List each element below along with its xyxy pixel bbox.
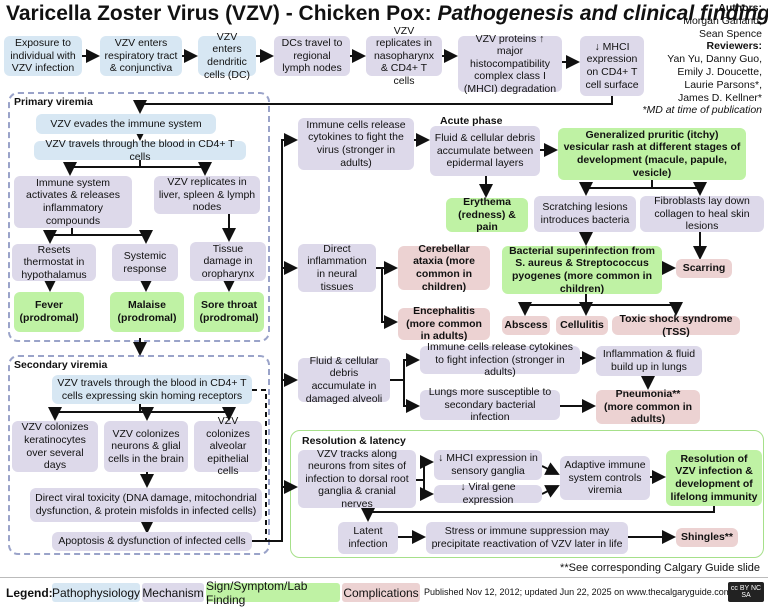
reviewer-4: James D. Kellner* (677, 91, 762, 104)
scratching-box: Scratching lesions introduces bacteria (534, 196, 636, 232)
mhci-down-box: ↓ MHCI expression on CD4+ T cell surface (580, 36, 644, 96)
systemic-response-box: Systemic response (112, 244, 178, 281)
adaptive-immune-box: Adaptive immune system controls viremia (560, 456, 650, 500)
immune-activates-box: Immune system activates & releases infla… (14, 176, 132, 228)
fibroblasts-box: Fibroblasts lay down collagen to heal sk… (640, 195, 764, 232)
authors-block: Authors: Morgan Garland, Sean Spence Rev… (612, 2, 762, 117)
reviewer-1: Yan Yu, Danny Guo, (667, 53, 762, 66)
evades-immune-box: VZV evades the immune system (36, 114, 216, 134)
reviewer-3: Laurie Parsons*, (684, 78, 762, 91)
page-title: Varicella Zoster Virus (VZV) - Chicken P… (6, 2, 768, 26)
legend-mechanism: Mechanism (142, 583, 204, 602)
fluid-debris-box: Fluid & cellular debris accumulate betwe… (430, 126, 540, 176)
title-subtitle: Pathogenesis and clinical findings (437, 2, 768, 25)
travels-blood-box: VZV travels through the blood in CD4+ T … (34, 138, 246, 163)
resolution-region (290, 430, 764, 558)
acute-phase-label: Acute phase (440, 115, 503, 127)
abscess-box: Abscess (502, 316, 550, 335)
fluid-alveoli-box: Fluid & cellular debris accumulate in da… (298, 355, 390, 405)
tss-box: Toxic shock syndrome (TSS) (612, 313, 740, 338)
replicates-liver-box: VZV replicates in liver, spleen & lymph … (154, 176, 260, 214)
colonizes-alveolar-box: VZV colonizes alveolar epithelial cells (194, 415, 262, 477)
author-2: Sean Spence (698, 27, 762, 40)
pneumonia-box: Pneumonia** (more common in adults) (596, 388, 700, 425)
sore-throat-box: Sore throat (prodromal) (194, 292, 264, 332)
shingles-box: Shingles** (676, 528, 738, 547)
secondary-viremia-label: Secondary viremia (14, 359, 108, 371)
tissue-damage-box: Tissue damage in oropharynx (190, 242, 266, 281)
superinfection-box: Bacterial superinfection from S. aureus … (502, 245, 662, 295)
cc-license-badge: cc BY NC SA (728, 582, 764, 602)
resolution-vzv-box: Resolution of VZV infection & developmen… (666, 450, 762, 506)
legend-sign-symptom: Sign/Symptom/Lab Finding (206, 579, 340, 607)
direct-inflammation-box: Direct inflammation in neural tissues (298, 243, 376, 293)
resolution-label: Resolution & latency (302, 435, 406, 447)
secondary-viremia-region (8, 355, 270, 555)
stress-reactivation-box: Stress or immune suppression may precipi… (426, 522, 628, 554)
mhci-sensory-box: ↓ MHCI expression in sensory ganglia (434, 450, 542, 480)
apoptosis-box: Apoptosis & dysfunction of infected cell… (52, 532, 252, 551)
tracks-neurons-box: VZV tracks along neurons from sites of i… (298, 448, 416, 510)
dc-travel-box: DCs travel to regional lymph nodes (274, 36, 350, 76)
proteins-mhci-box: VZV proteins ↑ major histocompatibility … (458, 33, 562, 95)
viral-gene-box: ↓ Viral gene expression (434, 481, 542, 506)
legend-label: Legend: (6, 585, 53, 600)
published-info: Published Nov 12, 2012; updated Jun 22, … (424, 587, 732, 597)
authors-label: Authors: (718, 2, 762, 14)
author-1: Morgan Garland, (683, 14, 762, 27)
encephalitis-box: Encephalitis (more common in adults) (398, 305, 490, 342)
colonizes-neurons-box: VZV colonizes neurons & glial cells in t… (104, 421, 188, 472)
malaise-box: Malaise (prodromal) (110, 292, 184, 332)
cerebellar-ataxia-box: Cerebellar ataxia (more common in childr… (398, 243, 490, 293)
immune-cytokines-box: Immune cells release cytokines to fight … (298, 118, 414, 170)
viral-toxicity-box: Direct viral toxicity (DNA damage, mitoc… (30, 488, 262, 522)
exposure-box: Exposure to individual with VZV infectio… (4, 36, 82, 76)
fever-box: Fever (prodromal) (14, 292, 84, 332)
colonizes-keratinocytes-box: VZV colonizes keratinocytes over several… (12, 421, 98, 472)
thermostat-box: Resets thermostat in hypothalamus (12, 244, 96, 281)
authors-note: *MD at time of publication (642, 104, 762, 117)
replicates-nasopharynx-box: VZV replicates in nasopharynx & CD4+ T c… (366, 25, 442, 87)
scarring-box: Scarring (676, 259, 732, 278)
immune-cytokines-lung-box: Immune cells release cytokines to fight … (420, 341, 580, 378)
title-main: Varicella Zoster Virus (VZV) - Chicken P… (6, 2, 438, 25)
inflammation-lungs-box: Inflammation & fluid build up in lungs (596, 346, 702, 376)
erythema-box: Erythema (redness) & pain (446, 196, 528, 233)
reviewer-2: Emily J. Doucette, (677, 65, 762, 78)
legend: Legend: Pathophysiology Mechanism Sign/S… (0, 577, 768, 607)
latent-infection-box: Latent infection (338, 522, 398, 554)
reviewers-label: Reviewers: (706, 40, 762, 53)
rash-box: Generalized pruritic (itchy) vesicular r… (558, 128, 746, 180)
enters-respiratory-box: VZV enters respiratory tract & conjuncti… (100, 36, 182, 76)
footnote: **See corresponding Calgary Guide slide (560, 562, 760, 574)
legend-pathophysiology: Pathophysiology (52, 583, 140, 602)
primary-viremia-label: Primary viremia (14, 96, 93, 108)
lungs-susceptible-box: Lungs more susceptible to secondary bact… (420, 386, 560, 423)
enters-dc-box: VZV enters dendritic cells (DC) (198, 31, 256, 81)
legend-complications: Complications (342, 583, 420, 602)
cellulitis-box: Cellulitis (556, 316, 608, 335)
travels-homing-box: VZV travels through the blood in CD4+ T … (52, 375, 252, 404)
